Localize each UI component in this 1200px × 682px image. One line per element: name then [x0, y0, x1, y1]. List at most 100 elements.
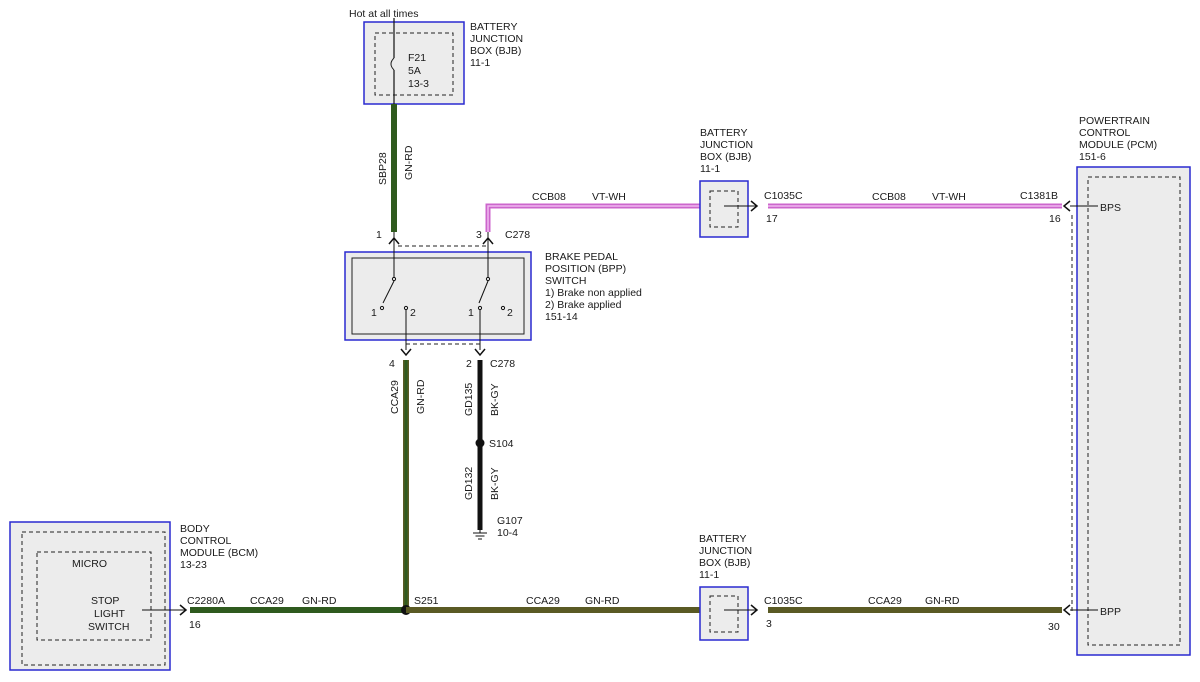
ground-ref: 10-4 [497, 527, 518, 539]
switch-left-pos2: 2 [410, 307, 416, 319]
bjb-fuse-title-line3: BOX (BJB) [470, 45, 521, 57]
bjb-fuse-title-line4: 11-1 [470, 57, 490, 69]
wire-gd132-circuit: GD132 [463, 467, 475, 500]
connector-chevron-icon [750, 604, 759, 616]
bjb-top-box [699, 180, 759, 238]
pcm-title-line1: POWERTRAIN [1079, 115, 1150, 127]
connector-chevron-icon [1062, 200, 1071, 212]
wire-ccb08-right-circuit: CCB08 [872, 191, 906, 203]
wire-sbp28-circuit: SBP28 [377, 152, 389, 185]
connector-chevron-icon [400, 348, 412, 357]
bcm-micro-label: MICRO [72, 558, 107, 570]
ground-name: G107 [497, 515, 523, 527]
bcm-pin: 16 [189, 619, 201, 631]
switch-left-pos1: 1 [371, 307, 377, 319]
bcm-title-line1: BODY [180, 523, 210, 535]
bpp-switch: 1 2 1 2 [344, 232, 532, 357]
bjb-top-title-line3: BOX (BJB) [700, 151, 751, 163]
fuse-rating: 5A [408, 65, 421, 77]
switch-contact-left [382, 280, 395, 304]
connector-chevron-icon [750, 200, 759, 212]
wire-cca29-right-circuit: CCA29 [868, 595, 902, 607]
splice-s251-label: S251 [414, 595, 439, 607]
bpp-switch-title: BRAKE PEDAL POSITION (BPP) SWITCH 1) Bra… [545, 251, 642, 323]
bjb-fuse-title-line1: BATTERY [470, 21, 517, 33]
pcm-title-line4: 151-6 [1079, 151, 1106, 163]
fuse-name: F21 [408, 52, 426, 64]
wire-cca29-vertical-circuit: CCA29 [389, 380, 401, 414]
bjb-bottom-box [699, 586, 759, 641]
pcm-module: BPS BPP [1062, 166, 1191, 656]
pcm-bps-label: BPS [1100, 202, 1121, 214]
wire-gd135-circuit: GD135 [463, 383, 475, 416]
bcm-title-line2: CONTROL [180, 535, 231, 547]
bjb-top-title-line2: JUNCTION [700, 139, 753, 151]
bpp-pin1: 1 [376, 229, 382, 241]
pcm-title: POWERTRAIN CONTROL MODULE (PCM) 151-6 [1079, 115, 1157, 163]
bjb-bottom-pin: 3 [766, 618, 772, 630]
wire-gd132-color: BK-GY [489, 467, 501, 500]
bjb-bottom-title-line1: BATTERY [699, 533, 746, 545]
bjb-bottom-title-line3: BOX (BJB) [699, 557, 750, 569]
switch-right-pos1: 1 [468, 307, 474, 319]
bcm-connector: C2280A [187, 595, 225, 607]
bcm-input-line1: STOP [91, 595, 119, 607]
bcm-title-line3: MODULE (BCM) [180, 547, 258, 559]
bpp-title-line6: 151-14 [545, 311, 578, 323]
splice-s104-label: S104 [489, 438, 514, 450]
wire-cca29-mid-color: GN-RD [585, 595, 620, 607]
wire-gd135-color: BK-GY [489, 383, 501, 416]
wire-cca29-vertical-color: GN-RD [415, 379, 427, 414]
bjb-top-pin: 17 [766, 213, 778, 225]
bpp-title-line1: BRAKE PEDAL [545, 251, 618, 263]
wire-ccb08-left-circuit: CCB08 [532, 191, 566, 203]
wire-cca29-bcm-circuit: CCA29 [250, 595, 284, 607]
bpp-title-line4: 1) Brake non applied [545, 287, 642, 299]
fuse-icon [390, 57, 395, 71]
bcm-input-line3: SWITCH [88, 621, 129, 633]
pcm-connector: C1381B [1020, 190, 1058, 202]
bpp-title-line2: POSITION (BPP) [545, 263, 626, 275]
bjb-top-title-line1: BATTERY [700, 127, 747, 139]
connector-chevron-icon [179, 604, 188, 616]
bjb-bottom-title-line4: 11-1 [699, 569, 719, 581]
bcm-input-line2: LIGHT [94, 608, 126, 620]
bpp-connector-bottom: C278 [490, 358, 515, 370]
connector-chevron-icon [1062, 604, 1071, 616]
switch-contact-right [478, 280, 489, 304]
bcm-title: BODY CONTROL MODULE (BCM) 13-23 [180, 523, 258, 571]
bpp-pin3: 3 [476, 229, 482, 241]
wire-cca29-right-color: GN-RD [925, 595, 960, 607]
bpp-pin4: 4 [389, 358, 395, 370]
switch-right-pos2: 2 [507, 307, 513, 319]
pcm-pin-bpp: 30 [1048, 621, 1060, 633]
bjb-bottom-connector: C1035C [764, 595, 803, 607]
pcm-title-line2: CONTROL [1079, 127, 1130, 139]
bpp-connector-top: C278 [505, 229, 530, 241]
connector-chevron-icon [474, 348, 486, 357]
bjb-top-connector: C1035C [764, 190, 803, 202]
ground-icon [473, 530, 487, 540]
bjb-top-title: BATTERY JUNCTION BOX (BJB) 11-1 [700, 127, 753, 175]
pcm-bpp-label: BPP [1100, 606, 1121, 618]
pcm-title-line3: MODULE (PCM) [1079, 139, 1157, 151]
bjb-bottom-title-line2: JUNCTION [699, 545, 752, 557]
bpp-title-line5: 2) Brake applied [545, 299, 622, 311]
bjb-fuse-box: F21 5A 13-3 [363, 21, 465, 105]
wire-sbp28-color: GN-RD [403, 145, 415, 180]
wire-cca29-mid-circuit: CCA29 [526, 595, 560, 607]
bjb-bottom-title: BATTERY JUNCTION BOX (BJB) 11-1 [699, 533, 752, 581]
bcm-module: MICRO STOP LIGHT SWITCH [9, 521, 188, 671]
fuse-ref: 13-3 [408, 78, 429, 90]
bpp-title-line3: SWITCH [545, 275, 586, 287]
bjb-fuse-title-line2: JUNCTION [470, 33, 523, 45]
pcm-pin-bps: 16 [1049, 213, 1061, 225]
bjb-top-title-line4: 11-1 [700, 163, 720, 175]
wire-ccb08-left-color: VT-WH [592, 191, 626, 203]
wire-ccb08-right-color: VT-WH [932, 191, 966, 203]
wire-cca29-bcm-color: GN-RD [302, 595, 337, 607]
bjb-fuse-title: BATTERY JUNCTION BOX (BJB) 11-1 [470, 21, 523, 69]
bpp-pin2: 2 [466, 358, 472, 370]
bcm-title-line4: 13-23 [180, 559, 207, 571]
